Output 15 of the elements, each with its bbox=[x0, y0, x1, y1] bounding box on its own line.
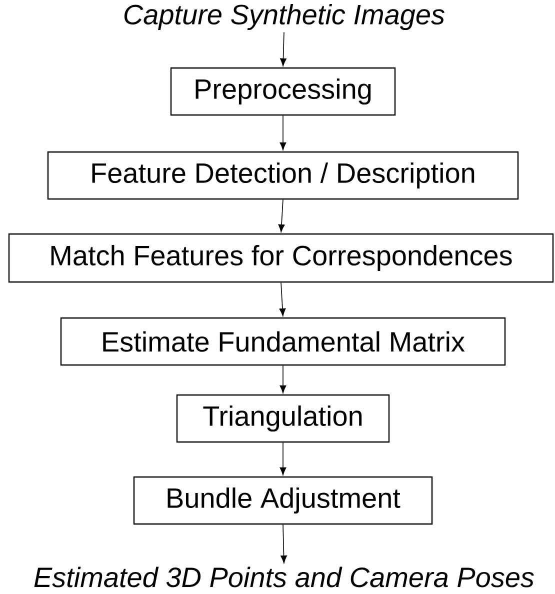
process-box: Bundle Adjustment bbox=[133, 476, 433, 525]
arrow bbox=[278, 199, 285, 232]
arrow bbox=[279, 282, 286, 316]
process-box: Preprocessing bbox=[170, 67, 396, 116]
arrow bbox=[280, 365, 286, 394]
process-box: Match Features for Correspondences bbox=[8, 233, 554, 283]
arrow bbox=[280, 115, 286, 150]
end-label: Estimated 3D Points and Camera Poses bbox=[34, 566, 534, 588]
arrow bbox=[280, 32, 286, 66]
process-box: Estimate Fundamental Matrix bbox=[60, 317, 506, 366]
arrow bbox=[280, 442, 286, 476]
process-box: Triangulation bbox=[176, 394, 390, 443]
arrow bbox=[280, 524, 287, 564]
start-label: Capture Synthetic Images bbox=[124, 4, 444, 30]
process-box: Feature Detection / Description bbox=[47, 151, 519, 200]
